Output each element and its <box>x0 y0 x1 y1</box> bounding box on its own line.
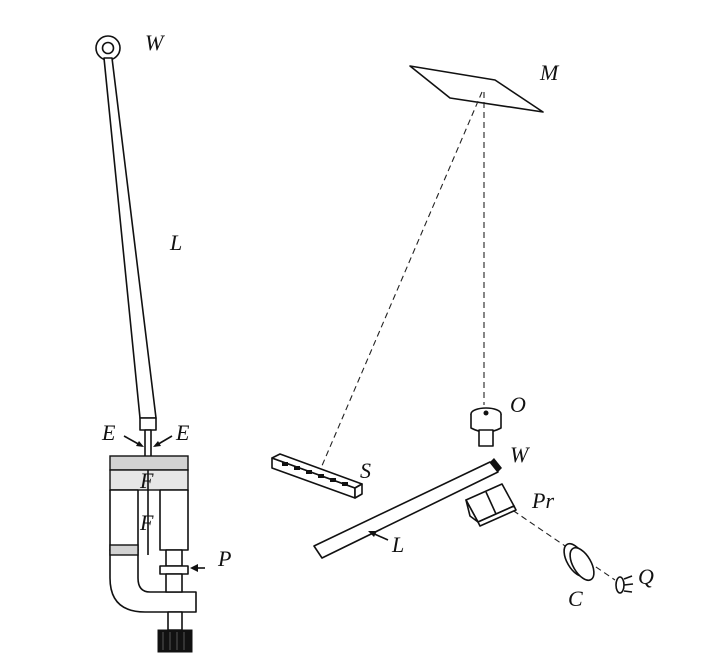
label-s: S <box>360 458 371 483</box>
label-e-left: E <box>101 420 116 445</box>
mirror-m <box>409 65 544 113</box>
label-e-right: E <box>175 420 190 445</box>
right-apparatus: M O S <box>271 60 654 611</box>
clamp-screw-knob <box>157 611 193 653</box>
clamp-shade-band <box>109 544 139 556</box>
prism-pr <box>465 483 517 527</box>
label-q: Q <box>638 564 654 589</box>
label-m: M <box>539 60 560 85</box>
scale-s <box>271 453 363 499</box>
objective-o <box>470 407 502 447</box>
clamp-left-column <box>109 489 139 551</box>
clamp-top-band <box>109 469 189 491</box>
lever-l-right <box>313 458 502 559</box>
clamp-right-column <box>159 489 189 551</box>
e-arrows <box>123 435 173 447</box>
label-right-w: W <box>510 442 530 467</box>
lever-rod <box>103 57 157 419</box>
label-f-upper: F <box>139 468 154 493</box>
left-apparatus: W L E E F F P <box>95 30 231 653</box>
lamp-q-icon <box>615 575 634 594</box>
lever-rod-base <box>139 417 157 431</box>
label-c: C <box>568 586 583 611</box>
label-f-lower: F <box>139 510 154 535</box>
light-path-prism-to-lamp <box>504 504 616 581</box>
screw-p <box>159 549 205 593</box>
label-pr: Pr <box>531 488 554 513</box>
label-right-l: L <box>391 532 404 557</box>
clamp-c-frame <box>109 549 197 613</box>
condenser-lens-c <box>563 542 595 582</box>
label-left-w: W <box>145 30 165 55</box>
light-path-mirror-to-scale <box>317 91 483 476</box>
label-left-l: L <box>169 230 182 255</box>
label-p: P <box>217 546 231 571</box>
ring-weight-icon <box>95 35 121 61</box>
label-o: O <box>510 392 526 417</box>
